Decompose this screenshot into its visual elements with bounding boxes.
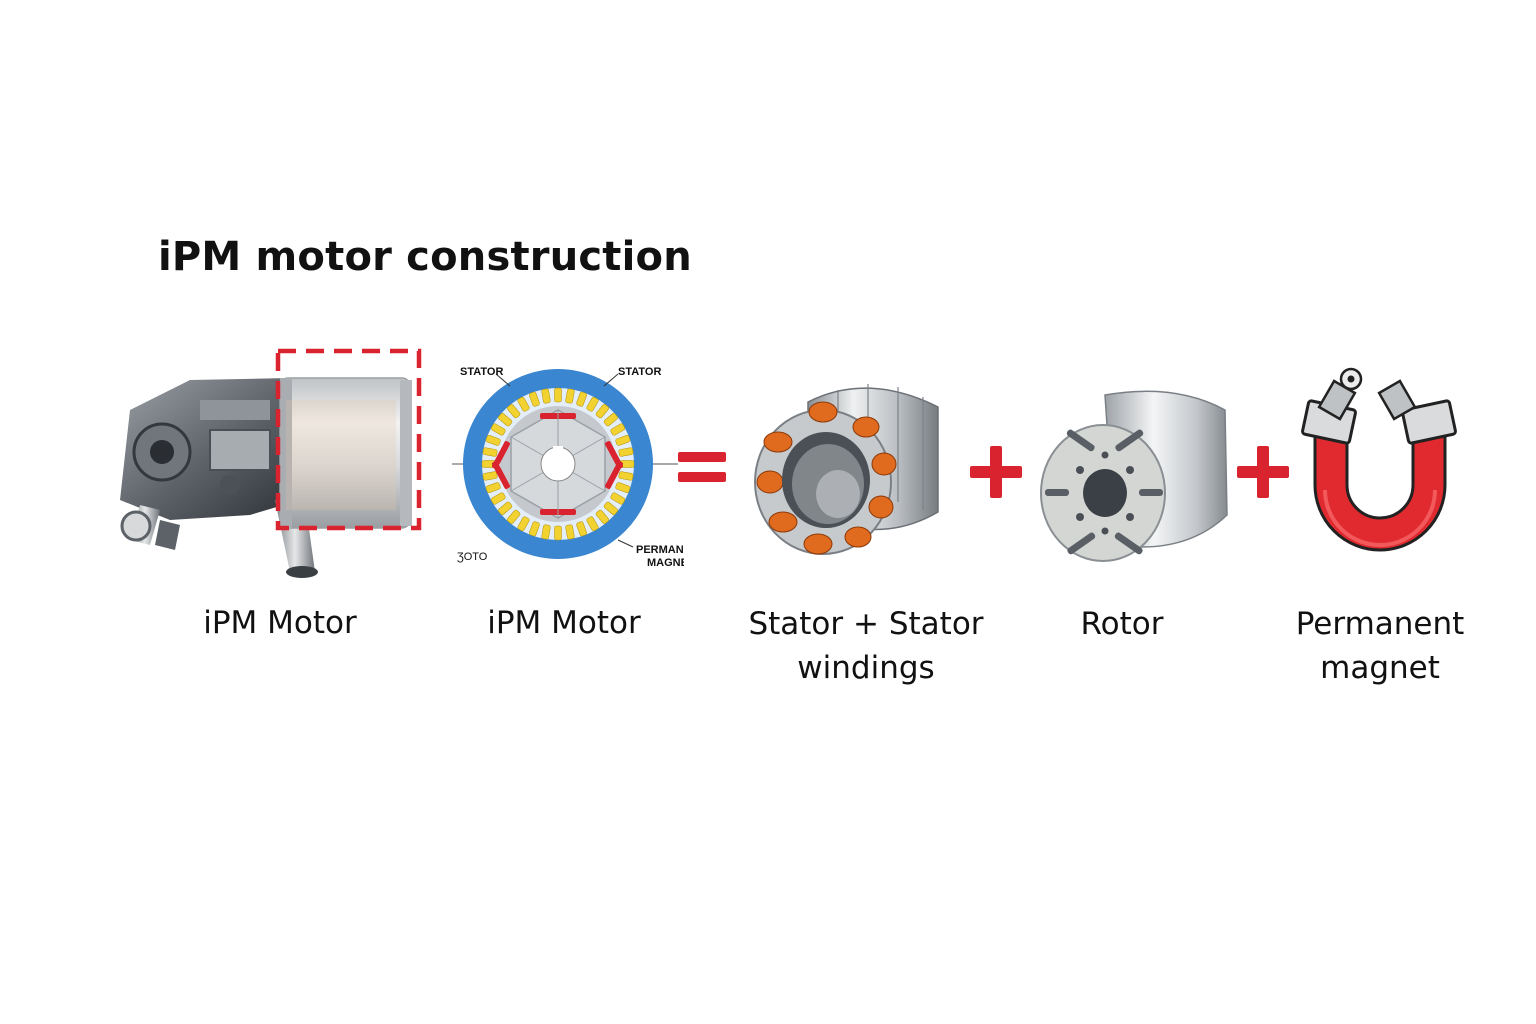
stator-slot [618,471,634,481]
stator-slot [586,396,599,412]
stator-slot [498,501,513,515]
stator-illustration [754,384,939,555]
rotor-image [1035,385,1235,570]
stator-slot [565,524,575,540]
permanent-magnet-label-line1: PERMANENT [636,544,684,556]
caption-ipm-motor-assembly: iPM Motor [150,601,410,645]
stator-slot [482,447,498,457]
motor-assembly-illustration [120,348,422,578]
stator-label-right: STATOR [618,366,661,378]
stator-slot [517,516,530,532]
caption-ipm-motor-diagram: iPM Motor [434,601,694,645]
stator-slot [498,413,513,427]
ipm-motor-cross-section-diagram: STATOR STATOR ƷOTO PERMANENT MAGNET [448,360,706,575]
stator-slot [554,525,562,541]
stator-slot [507,404,521,419]
caption-line: Rotor [1080,606,1164,642]
caption-rotor: Rotor [1032,602,1212,646]
rotor-magnets [492,413,623,515]
stator-slot [490,423,506,436]
stator-slot [603,413,618,427]
stator-slot [595,404,609,419]
stator-slot [586,516,599,532]
stator-slot [565,388,575,404]
stator-slot [517,396,530,412]
stator-slot [576,391,587,407]
plus-sign-2 [1237,446,1289,498]
caption-stator-windings: Stator + Stator windings [726,602,1006,690]
copper-coils [756,401,897,555]
stator-slot [541,524,551,540]
permanent-magnet-label-line2: MAGNET [647,557,684,569]
stator-slot [541,388,551,404]
ipm-motor-assembly-image [100,340,435,590]
stator-slot [529,521,540,537]
stator-slot [482,471,498,481]
caption-line: iPM Motor [203,605,357,641]
stator-slot [610,423,626,436]
stator-slot [485,482,501,493]
stator-windings-image [748,372,960,572]
caption-line: Permanent [1295,606,1465,642]
caption-permanent-magnet: Permanent magnet [1270,602,1490,690]
rotor-illustration [1040,390,1228,562]
page-title: iPM motor construction [158,234,692,280]
stator-slot [529,391,540,407]
caption-line: Stator + Stator [748,606,984,642]
stator-slot [576,521,587,537]
stator-slot [603,501,618,515]
stator-slot [615,435,631,446]
caption-line: windings [797,650,935,686]
cross-section-illustration: STATOR STATOR ƷOTO PERMANENT MAGNET [452,366,706,569]
stator-slot [618,447,634,457]
rotor-slots [1045,429,1163,555]
stator-slot [595,509,609,524]
stator-slot [554,387,562,403]
horseshoe-magnet-illustration [1301,367,1457,552]
stator-slot [490,492,506,505]
stator-slot [507,509,521,524]
stator-slot [485,435,501,446]
stator-label-left: STATOR [460,366,503,378]
permanent-magnet-image [1295,365,1465,575]
stator-slot [615,482,631,493]
equals-sign [678,450,728,486]
stator-slot [610,492,626,505]
caption-line: magnet [1320,650,1440,686]
rotor-label: ƷOTO [457,551,488,563]
caption-line: iPM Motor [487,605,641,641]
plus-sign-1 [970,446,1022,498]
